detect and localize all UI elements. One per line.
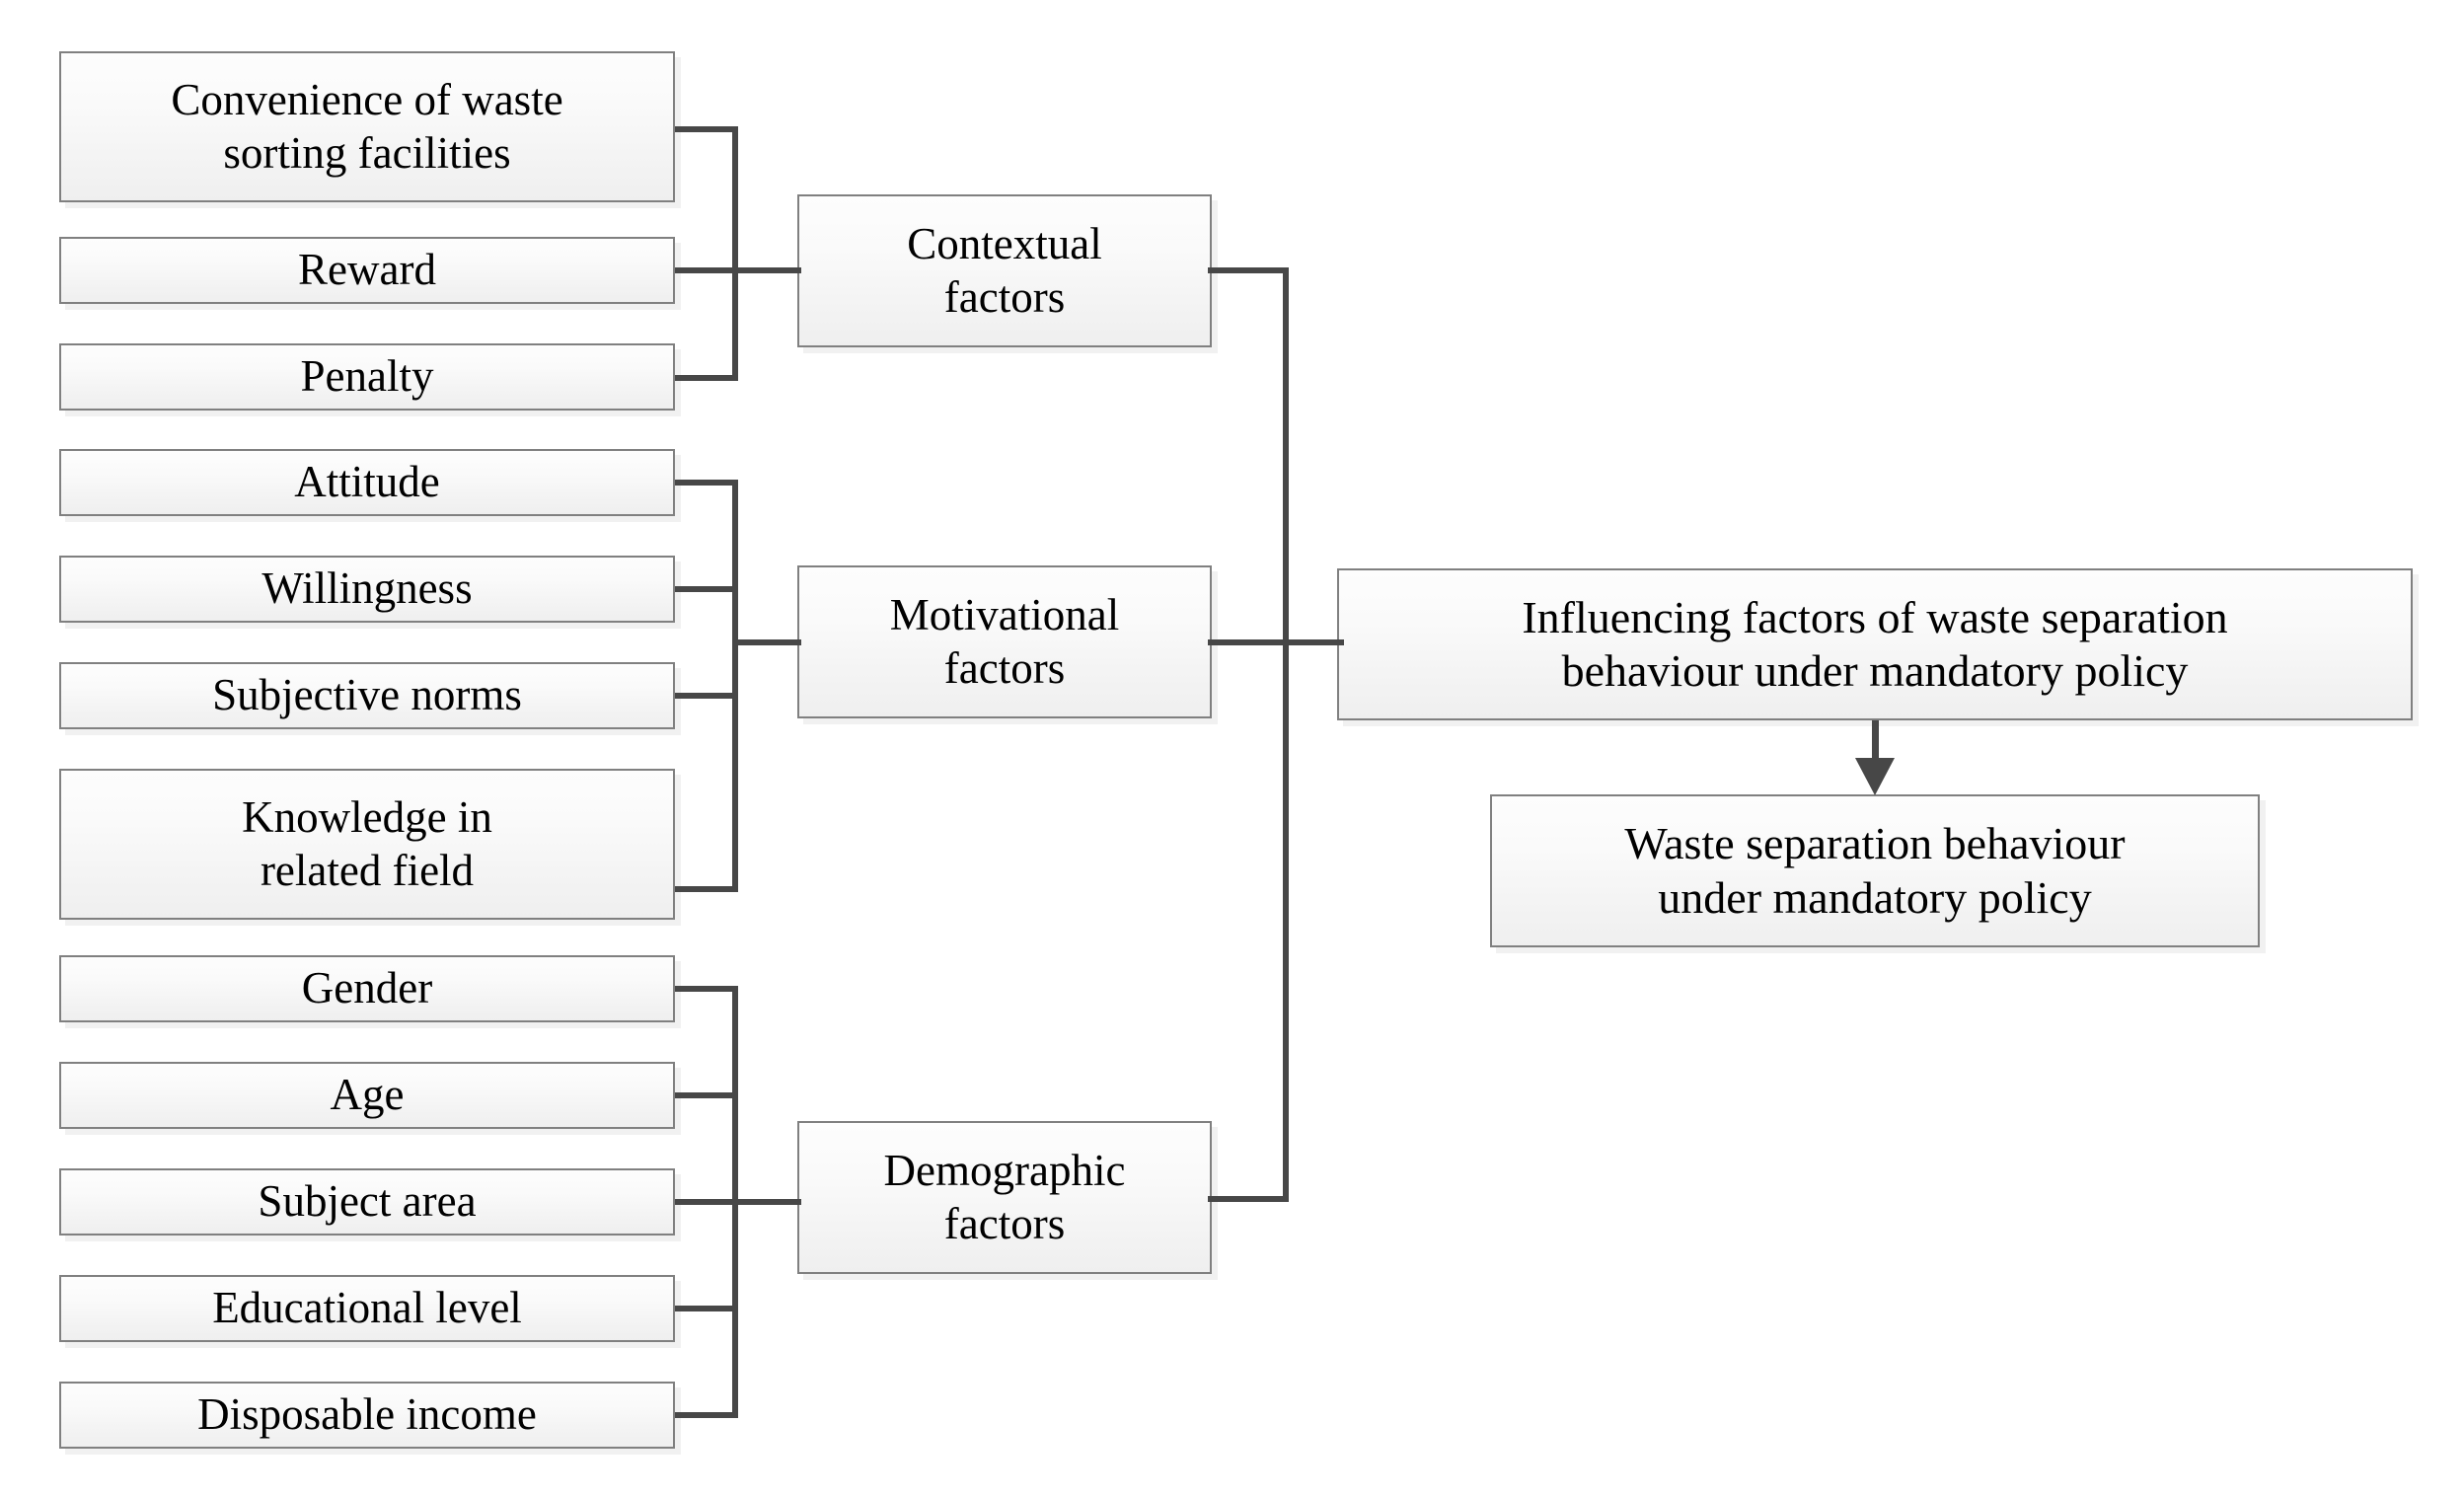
node-label: Convenience of waste sorting facilities bbox=[171, 75, 563, 178]
node-label: Contextual factors bbox=[907, 219, 1102, 322]
node-gender[interactable]: Gender bbox=[59, 955, 675, 1022]
connector-bus-contextual bbox=[732, 126, 738, 381]
connector-bus-to-contextual-factors bbox=[732, 267, 801, 273]
node-willingness[interactable]: Willingness bbox=[59, 556, 675, 623]
node-waste-separation-behaviour[interactable]: Waste separation behaviour under mandato… bbox=[1490, 794, 2260, 947]
node-label: Influencing factors of waste separation … bbox=[1522, 591, 2228, 696]
node-convenience-of-waste-sorting-facilities[interactable]: Convenience of waste sorting facilities bbox=[59, 51, 675, 202]
connector-gender-to-bus bbox=[675, 986, 738, 992]
connector-attitude-to-bus bbox=[675, 480, 738, 486]
arrow-head-influencing-to-behaviour bbox=[1855, 758, 1895, 795]
node-label: Disposable income bbox=[197, 1389, 537, 1440]
connector-bus-motivational bbox=[732, 480, 738, 892]
node-subject-area[interactable]: Subject area bbox=[59, 1168, 675, 1236]
arrow-shaft-influencing-to-behaviour bbox=[1872, 720, 1879, 762]
node-label: Subject area bbox=[258, 1176, 477, 1227]
node-knowledge-in-related-field[interactable]: Knowledge in related field bbox=[59, 769, 675, 920]
node-attitude[interactable]: Attitude bbox=[59, 449, 675, 516]
node-label: Motivational factors bbox=[889, 590, 1120, 693]
node-label: Penalty bbox=[300, 351, 434, 402]
node-motivational-factors[interactable]: Motivational factors bbox=[797, 565, 1212, 718]
node-educational-level[interactable]: Educational level bbox=[59, 1275, 675, 1342]
node-label: Reward bbox=[298, 245, 436, 295]
connector-subject-area-to-bus bbox=[675, 1199, 738, 1205]
connector-demographic-to-main-bus bbox=[1208, 1196, 1289, 1202]
node-label: Waste separation behaviour under mandato… bbox=[1624, 818, 2126, 923]
connector-penalty-to-bus bbox=[675, 375, 738, 381]
node-label: Attitude bbox=[294, 457, 440, 507]
node-contextual-factors[interactable]: Contextual factors bbox=[797, 194, 1212, 347]
node-label: Educational level bbox=[212, 1283, 522, 1333]
connector-convenience-to-bus bbox=[675, 126, 738, 132]
connector-reward-to-bus bbox=[675, 267, 738, 273]
node-label: Willingness bbox=[261, 563, 473, 614]
node-label: Age bbox=[330, 1070, 405, 1120]
connector-knowledge-to-bus bbox=[675, 886, 738, 892]
node-label: Knowledge in related field bbox=[242, 792, 492, 895]
connector-educational-level-to-bus bbox=[675, 1306, 738, 1311]
connector-main-bus-to-influencing-factors bbox=[1283, 639, 1344, 645]
connector-bus-to-demographic-factors bbox=[732, 1199, 801, 1205]
node-influencing-factors[interactable]: Influencing factors of waste separation … bbox=[1337, 568, 2413, 720]
connector-contextual-to-main-bus bbox=[1208, 267, 1289, 273]
node-demographic-factors[interactable]: Demographic factors bbox=[797, 1121, 1212, 1274]
connector-bus-to-motivational-factors bbox=[732, 639, 801, 645]
connector-age-to-bus bbox=[675, 1092, 738, 1098]
node-disposable-income[interactable]: Disposable income bbox=[59, 1382, 675, 1449]
node-reward[interactable]: Reward bbox=[59, 237, 675, 304]
node-label: Demographic factors bbox=[883, 1146, 1126, 1248]
connector-bus-main bbox=[1283, 267, 1289, 1202]
connector-subjective-norms-to-bus bbox=[675, 693, 738, 699]
node-label: Subjective norms bbox=[212, 670, 522, 720]
connector-willingness-to-bus bbox=[675, 586, 738, 592]
connector-disposable-income-to-bus bbox=[675, 1412, 738, 1418]
connector-motivational-to-main-bus bbox=[1208, 639, 1289, 645]
node-penalty[interactable]: Penalty bbox=[59, 343, 675, 411]
node-age[interactable]: Age bbox=[59, 1062, 675, 1129]
node-label: Gender bbox=[301, 963, 433, 1013]
node-subjective-norms[interactable]: Subjective norms bbox=[59, 662, 675, 729]
